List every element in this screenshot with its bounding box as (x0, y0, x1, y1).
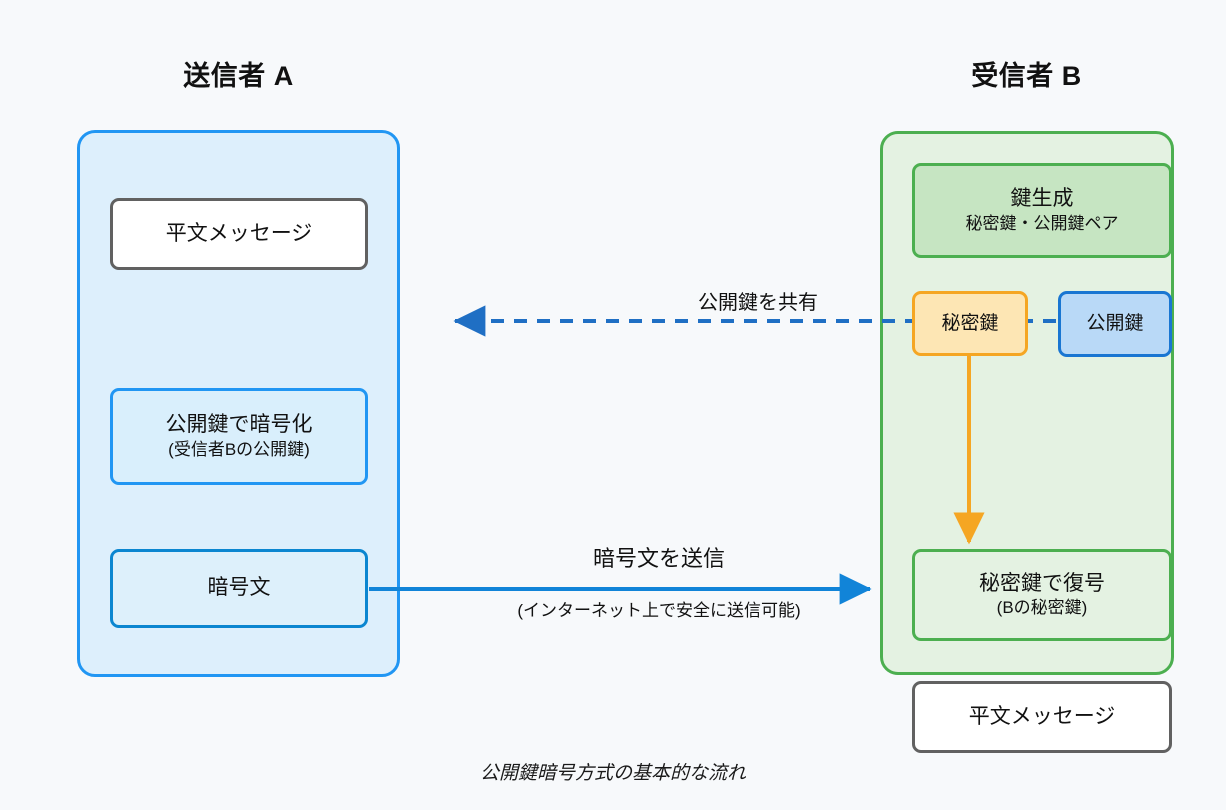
ciphertext-label: 暗号文 (207, 576, 271, 600)
encrypt-title: 公開鍵で暗号化 (165, 413, 313, 437)
ciphertext-send-label: 暗号文を送信 (592, 546, 725, 571)
key-generation-title: 鍵生成 (1010, 187, 1074, 211)
sender-column-title: 送信者 A (183, 61, 294, 91)
decrypt-subtitle: (Bの秘密鍵) (996, 598, 1088, 618)
sender-plaintext-label: 平文メッセージ (165, 221, 313, 245)
private-key-box[interactable]: 秘密鍵 (912, 291, 1028, 356)
decrypt-box[interactable]: 秘密鍵で復号 (Bの秘密鍵) (912, 549, 1172, 641)
public-key-label: 公開鍵 (1086, 313, 1144, 335)
sender-plaintext-box[interactable]: 平文メッセージ (110, 198, 368, 270)
key-generation-box[interactable]: 鍵生成 秘密鍵・公開鍵ペア (912, 163, 1172, 258)
public-key-box[interactable]: 公開鍵 (1058, 291, 1172, 357)
receiver-plaintext-label: 平文メッセージ (968, 704, 1116, 728)
key-generation-subtitle: 秘密鍵・公開鍵ペア (965, 213, 1119, 233)
decrypt-title: 秘密鍵で復号 (979, 571, 1105, 595)
ciphertext-send-sublabel: (インターネット上で安全に送信可能) (517, 601, 801, 620)
public-key-share-label: 公開鍵を共有 (698, 292, 818, 314)
private-key-label: 秘密鍵 (941, 312, 999, 334)
ciphertext-box[interactable]: 暗号文 (110, 549, 368, 628)
encrypt-subtitle: (受信者Bの公開鍵) (168, 439, 310, 459)
receiver-column-title: 受信者 B (971, 61, 1082, 91)
encrypt-box[interactable]: 公開鍵で暗号化 (受信者Bの公開鍵) (110, 388, 368, 485)
receiver-plaintext-box[interactable]: 平文メッセージ (912, 681, 1172, 753)
diagram-caption: 公開鍵暗号方式の基本的な流れ (479, 763, 746, 784)
